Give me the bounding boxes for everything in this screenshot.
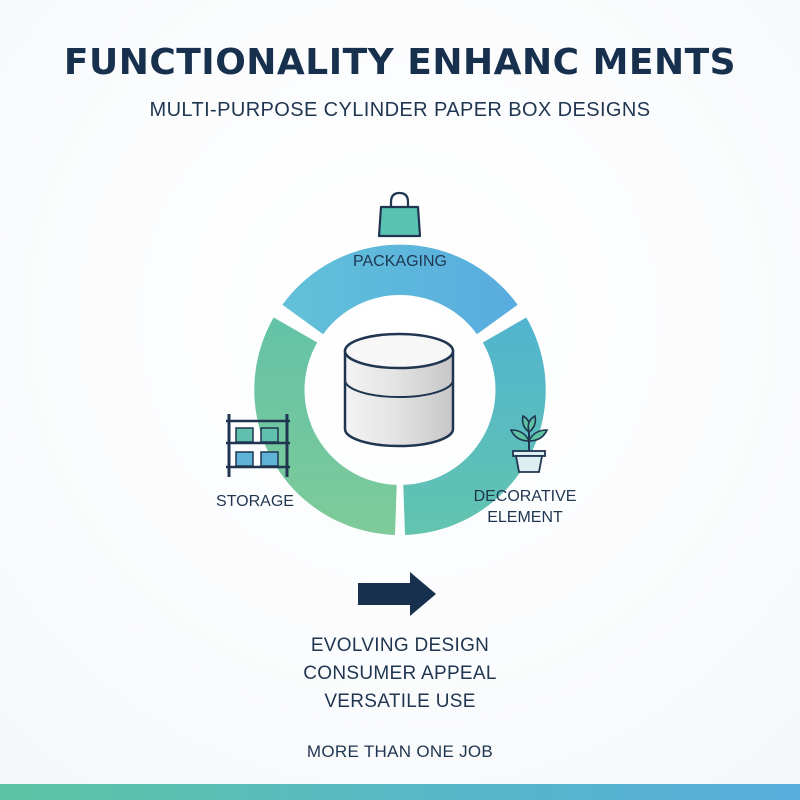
benefits-list: EVOLVING DESIGN CONSUMER APPEAL VERSATIL… — [0, 632, 800, 716]
segment-label-packaging: PACKAGING — [353, 253, 447, 270]
segment-packaging — [282, 244, 518, 335]
benefit-item: EVOLVING DESIGN — [310, 635, 490, 656]
page-subtitle: MULTI-PURPOSE CYLINDER PAPER BOX DESIGNS — [149, 99, 651, 121]
benefit-item: CONSUMER APPEAL — [303, 663, 497, 684]
segment-storage — [254, 317, 397, 535]
storage-shelf-icon — [226, 414, 290, 477]
segment-label-decorative-element: DECORATIVE ELEMENT — [473, 488, 577, 526]
footer-bar — [0, 784, 800, 800]
page-title: FUNCTIONALITY ENHANC MENTS — [63, 42, 737, 83]
shopping-bag-icon — [377, 191, 422, 238]
segment-label-storage: STORAGE — [216, 493, 294, 510]
tagline: MORE THAN ONE JOB — [306, 742, 494, 761]
right-arrow-icon — [358, 572, 436, 616]
benefit-item: VERSATILE USE — [324, 691, 476, 712]
cylinder-box-icon — [343, 332, 455, 448]
segment-decorative-element — [403, 317, 546, 535]
potted-plant-icon — [509, 414, 549, 473]
